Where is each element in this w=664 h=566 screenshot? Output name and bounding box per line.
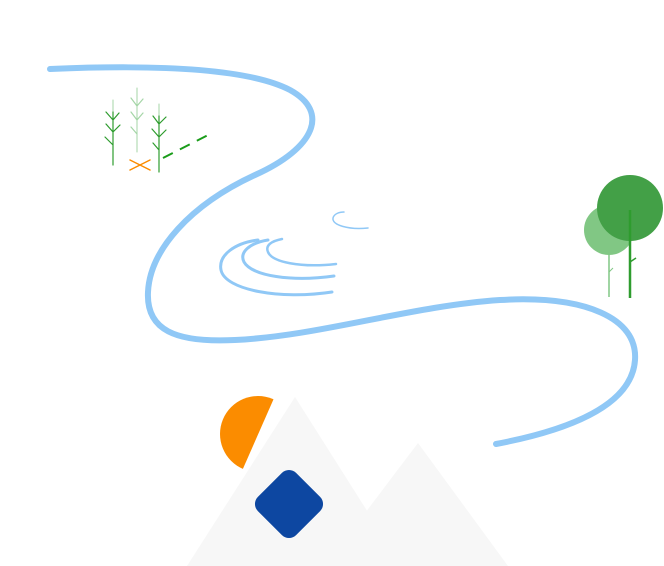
trees [584,175,663,298]
tree-dark-crown [597,175,663,241]
diamond-icon [254,469,324,539]
reeds [104,87,167,173]
water-ripples [219,211,369,297]
cross-mark-icon [129,159,151,171]
river [47,64,639,447]
mountain-right [325,443,508,566]
dashed-line [162,132,213,159]
